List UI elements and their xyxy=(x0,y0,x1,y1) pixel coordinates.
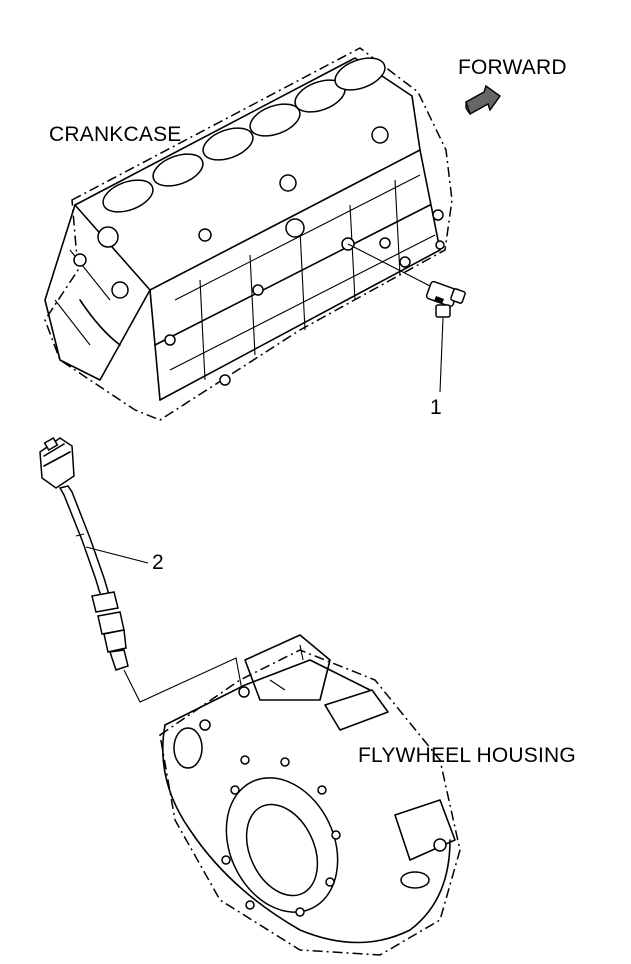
sensor-part-1 xyxy=(347,243,466,318)
leader-line-2 xyxy=(85,546,149,564)
flywheel-housing-label: FLYWHEEL HOUSING xyxy=(358,744,576,767)
forward-label: FORWARD xyxy=(458,56,567,79)
crankcase-label: CRANKCASE xyxy=(49,123,182,146)
sensor-part-2 xyxy=(39,437,129,671)
forward-arrow-icon xyxy=(465,84,501,116)
flywheel-housing-drawing xyxy=(159,634,461,956)
callout-number-2: 2 xyxy=(152,551,164,574)
leader-line-1 xyxy=(439,317,444,393)
callout-number-1: 1 xyxy=(430,396,442,419)
crankcase-drawing xyxy=(44,47,453,421)
install-line xyxy=(123,657,243,703)
